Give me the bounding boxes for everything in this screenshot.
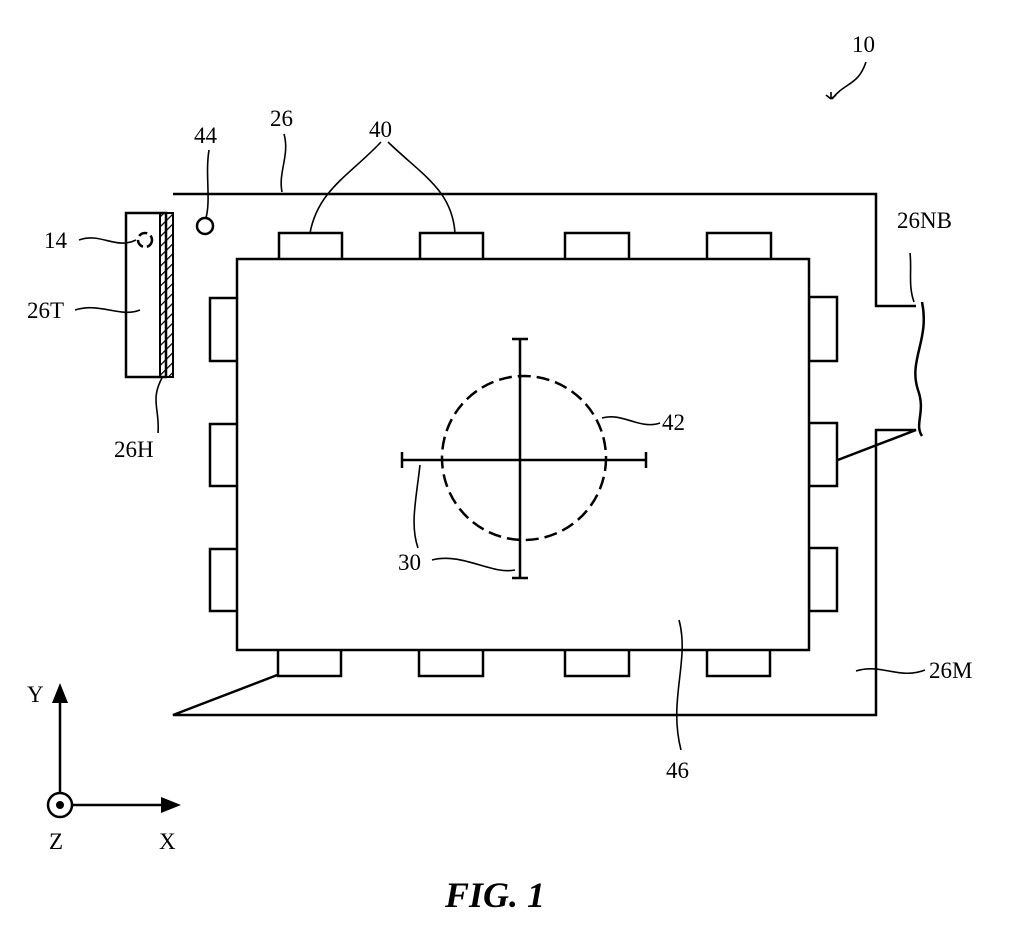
hinge-26h — [159, 212, 174, 378]
target-42 — [440, 374, 608, 542]
sensor-14 — [136, 231, 154, 249]
axis-indicator — [46, 683, 181, 819]
label-body: 26 — [270, 106, 293, 131]
x-arrow-head — [161, 797, 181, 813]
label-panel: 46 — [666, 758, 689, 783]
crosshair-30 — [400, 337, 648, 580]
label-module: 26M — [929, 658, 972, 683]
label-sensor: 14 — [44, 228, 68, 253]
label-pads: 40 — [369, 117, 392, 142]
axis-label-y: Y — [27, 682, 44, 707]
top-pads — [277, 231, 773, 262]
label-device: 10 — [852, 32, 875, 57]
y-arrow-head — [52, 683, 68, 703]
bottom-pads — [276, 647, 772, 678]
axis-label-z: Z — [49, 829, 63, 854]
label-tab: 26T — [27, 298, 64, 323]
right-pads — [807, 295, 839, 613]
marker-44 — [195, 216, 215, 236]
figure-caption: FIG. 1 — [444, 875, 545, 915]
label-hinge: 26H — [114, 437, 154, 462]
panel-46 — [235, 257, 811, 652]
axis-label-x: X — [159, 829, 176, 854]
left-pads — [208, 296, 240, 613]
label-neck: 26NB — [897, 208, 952, 233]
leader-lines — [74, 61, 926, 751]
label-target: 42 — [662, 410, 685, 435]
label-crosshair: 30 — [398, 550, 421, 575]
label-marker: 44 — [194, 123, 218, 148]
neck-break-line — [914, 301, 926, 437]
